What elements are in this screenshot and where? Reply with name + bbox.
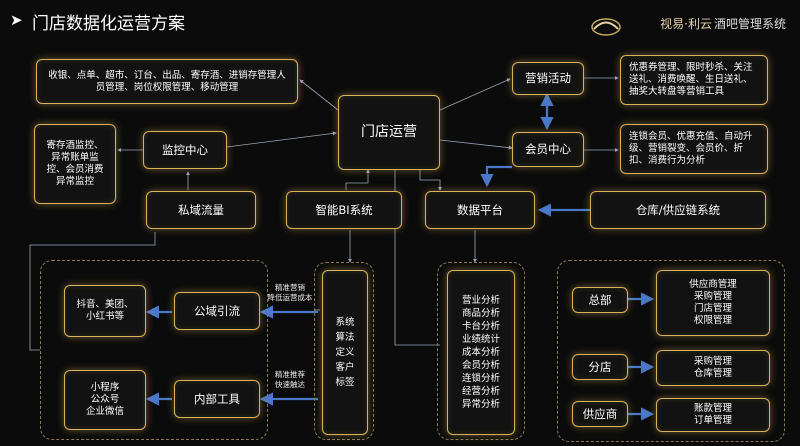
- monitor-desc-box: 寄存酒监控、异常账单监控、会员消费异常监控: [34, 124, 116, 204]
- supply-group: [557, 260, 785, 442]
- hq-node: 总部: [572, 287, 628, 313]
- brand-name: 视易·利云酒吧管理系统: [660, 15, 786, 32]
- brand-logo-icon: [591, 18, 621, 36]
- marketing-node: 营销活动: [512, 62, 584, 95]
- supplier-node: 供应商: [572, 401, 628, 427]
- header-arrow-icon: ➤: [10, 11, 23, 29]
- marketing-desc-box: 优惠券管理、限时秒杀、关注送礼、消费唤醒、生日送礼、抽奖大转盘等营销工具: [620, 55, 768, 105]
- brand-part-c: 酒吧管理系统: [713, 17, 786, 31]
- private-traffic-node: 私域流量: [146, 191, 256, 229]
- precise-push-label: 精准推荐 快速触达: [275, 370, 305, 389]
- analysis-group: [437, 262, 525, 440]
- hq-desc-box: 供应商管理 采购管理 门店管理 权限管理: [656, 270, 770, 336]
- system-group: [314, 262, 374, 440]
- monitor-node: 监控中心: [143, 131, 227, 169]
- page-title: 门店数据化运营方案: [32, 14, 185, 34]
- bi-system-node: 智能BI系统: [286, 191, 402, 229]
- internal-tools-node: 内部工具: [174, 380, 260, 418]
- supply-chain-node: 仓库/供应链系统: [590, 191, 766, 229]
- supplier-desc-box: 账款管理 订单管理: [656, 398, 770, 432]
- system-tags-node: 系统 算法 定义 客户 标签: [322, 270, 368, 435]
- brand-part-b: 利云: [687, 17, 712, 31]
- brand-separator: ·: [684, 17, 688, 31]
- store-ops-node: 门店运营: [338, 95, 440, 170]
- member-desc-box: 连锁会员、优惠充值、自动升级、营销裂变、会员价、折扣、消费行为分析: [620, 124, 768, 174]
- public-traffic-node: 公域引流: [174, 292, 260, 330]
- ops-features-box: 收银、点单、超市、订台、出品、寄存酒、进销存管理人员管理、岗位权限管理、移动管理: [36, 59, 298, 104]
- branch-desc-box: 采购管理 仓库管理: [656, 350, 770, 386]
- data-platform-node: 数据平台: [425, 191, 535, 229]
- analysis-node: 营业分析 商品分析 卡台分析 业绩统计 成本分析 会员分析 连锁分析 经营分析 …: [447, 270, 515, 435]
- brand-part-a: 视易: [660, 17, 685, 31]
- precise-marketing-label: 精准营销 降低运营成本: [267, 283, 313, 302]
- channel-group: [40, 260, 268, 440]
- branch-node: 分店: [572, 354, 628, 380]
- platforms-node: 抖音、美团、小红书等: [64, 285, 146, 337]
- mini-program-node: 小程序 公众号 企业微信: [64, 370, 146, 430]
- member-node: 会员中心: [512, 132, 584, 167]
